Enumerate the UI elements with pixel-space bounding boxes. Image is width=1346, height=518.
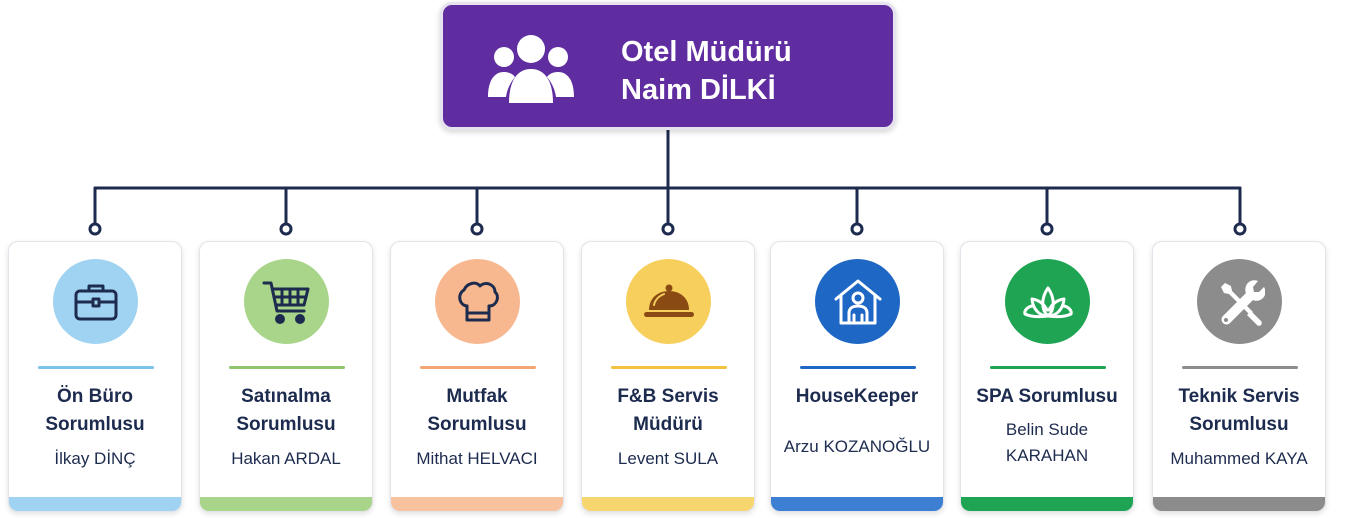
card-person: Levent SULA — [617, 449, 719, 468]
card-title-line1: Satınalma — [241, 386, 331, 407]
root-node: Otel Müdürü Naim DİLKİ — [440, 2, 896, 130]
separator — [800, 366, 916, 369]
card-person: İlkay DİNÇ — [54, 449, 136, 468]
root-name: Naim DİLKİ — [621, 74, 776, 106]
color-bar — [771, 497, 943, 511]
separator — [1182, 366, 1298, 369]
branch-node — [470, 222, 484, 236]
card-person-line2: KARAHAN — [1005, 446, 1089, 465]
users-icon — [485, 33, 577, 110]
card-title-line2: Sorumlusu — [236, 414, 336, 435]
separator — [38, 366, 154, 369]
card-person: Mithat HELVACI — [416, 449, 538, 468]
tools-icon — [1197, 259, 1282, 344]
separator — [229, 366, 345, 369]
card-title-line2: Müdürü — [633, 414, 703, 435]
color-bar — [582, 497, 754, 511]
card-title-line1: HouseKeeper — [795, 386, 919, 407]
branch-node — [279, 222, 293, 236]
card-person: Arzu KOZANOĞLU — [783, 437, 931, 456]
card-fb-servis: F&B Servis Müdürü Levent SULA — [581, 241, 755, 512]
card-satinalma: Satınalma Sorumlusu Hakan ARDAL — [199, 241, 373, 512]
branch-node — [850, 222, 864, 236]
color-bar — [200, 497, 372, 511]
house-person-icon — [815, 259, 900, 344]
root-title: Otel Müdürü — [621, 36, 792, 68]
card-title-line1: Teknik Servis — [1178, 386, 1300, 407]
branch-node — [88, 222, 102, 236]
separator — [420, 366, 536, 369]
color-bar — [391, 497, 563, 511]
branch-node — [1040, 222, 1054, 236]
card-person: Muhammed KAYA — [1170, 449, 1308, 468]
card-on-buro: Ön Büro Sorumlusu İlkay DİNÇ — [8, 241, 182, 512]
card-title-line1: F&B Servis — [617, 386, 719, 407]
shopping-cart-icon — [244, 259, 329, 344]
card-teknik-servis: Teknik Servis Sorumlusu Muhammed KAYA — [1152, 241, 1326, 512]
card-title-line2: Sorumlusu — [1189, 414, 1289, 435]
color-bar — [961, 497, 1133, 511]
color-bar — [1153, 497, 1325, 511]
color-bar — [9, 497, 181, 511]
card-person-line1: Belin Sude — [1005, 420, 1089, 439]
branch-node — [661, 222, 675, 236]
card-title-line1: SPA Sorumlusu — [976, 386, 1118, 407]
branch-node — [1233, 222, 1247, 236]
card-housekeeper: HouseKeeper Arzu KOZANOĞLU — [770, 241, 944, 512]
card-title-line1: Ön Büro — [57, 386, 133, 407]
separator — [611, 366, 727, 369]
separator — [990, 366, 1106, 369]
briefcase-icon — [53, 259, 138, 344]
card-title-line2: Sorumlusu — [427, 414, 527, 435]
lotus-icon — [1005, 259, 1090, 344]
serving-dish-icon — [626, 259, 711, 344]
card-title-line2: Sorumlusu — [45, 414, 145, 435]
card-mutfak: Mutfak Sorumlusu Mithat HELVACI — [390, 241, 564, 512]
card-spa: SPA Sorumlusu Belin Sude KARAHAN — [960, 241, 1134, 512]
card-person: Hakan ARDAL — [231, 449, 341, 468]
card-title-line1: Mutfak — [446, 386, 508, 407]
chef-hat-icon — [435, 259, 520, 344]
